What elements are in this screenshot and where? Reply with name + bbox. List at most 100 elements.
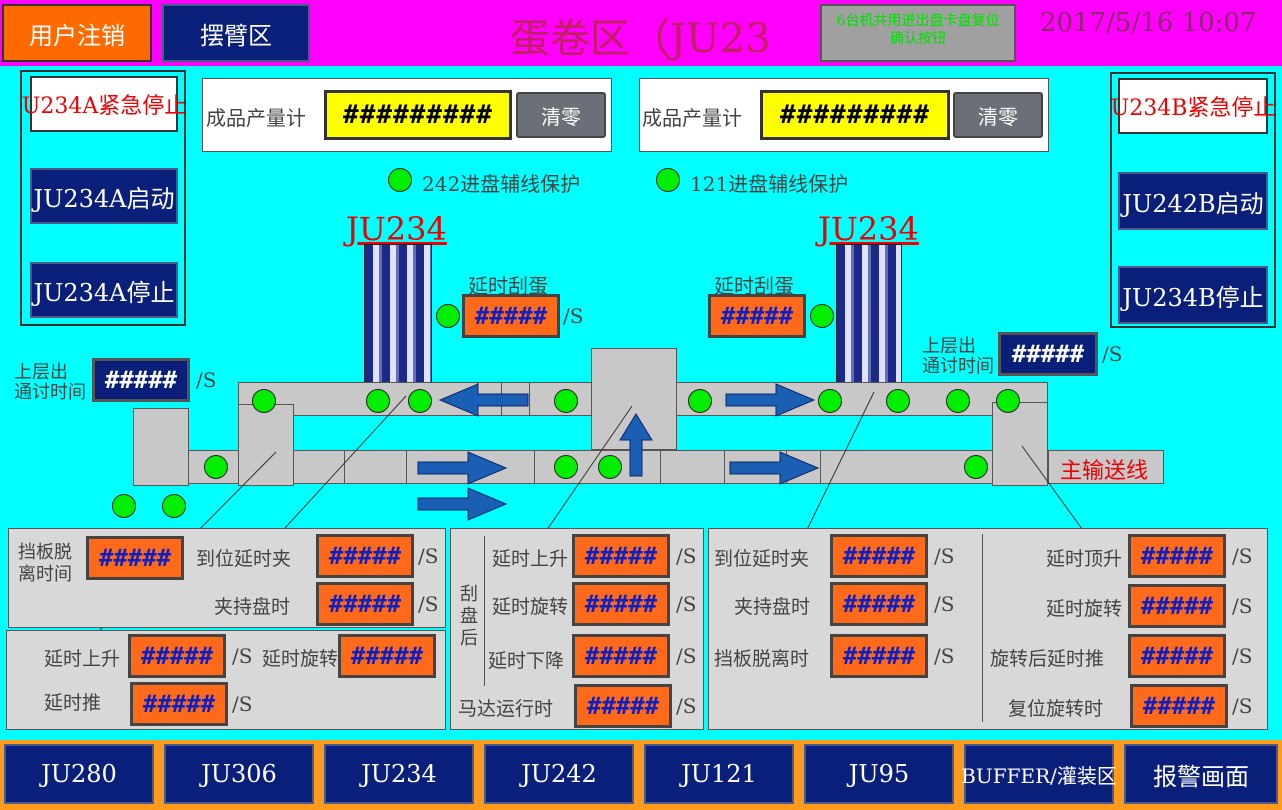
right-scrape-delay-input[interactable]: #####: [708, 294, 806, 338]
main-conveyor-label: 主输送线: [1060, 459, 1149, 484]
unit-label: /S: [1232, 694, 1253, 718]
right-transfer-block: [992, 402, 1048, 486]
start-b-button[interactable]: JU242B启动: [1118, 172, 1268, 230]
counter-a-value: #########: [324, 90, 512, 140]
mid-down-label: 延时下降: [488, 650, 565, 672]
mid-rotate-delay-input[interactable]: #####: [572, 582, 670, 626]
right-reset-time-input[interactable]: #####: [1130, 684, 1228, 728]
tab-ju242[interactable]: JU242: [484, 744, 634, 804]
logout-button[interactable]: 用户注销: [2, 4, 152, 62]
indicator-242-label: 242进盘辅线保护: [422, 172, 581, 196]
left-upper-time-input[interactable]: #####: [92, 358, 190, 402]
right-machine-name: JU234: [818, 210, 919, 248]
mid-rotate-label: 延时旋转: [492, 596, 569, 618]
indicator-121-light: [656, 168, 680, 192]
stop-b-button[interactable]: JU234B停止: [1118, 266, 1268, 324]
left-clamp-label: 夹持盘时: [214, 596, 291, 618]
right-scrape-light: [810, 304, 834, 328]
conveyor-light: [252, 389, 276, 413]
conveyor-light: [996, 389, 1020, 413]
right-clamp-label: 夹持盘时: [734, 596, 811, 618]
mid-rise-delay-input[interactable]: #####: [572, 534, 670, 578]
tab-buffer-filling[interactable]: BUFFER/灌装区: [961, 744, 1117, 804]
callout-line: [1021, 445, 1091, 541]
right-upper-unit: /S: [1102, 342, 1123, 366]
right-arrive-delay-input[interactable]: #####: [830, 534, 928, 578]
right-clamp-time-input[interactable]: #####: [830, 582, 928, 626]
stop-a-button[interactable]: JU234A停止: [30, 262, 178, 318]
left-upper-label-2: 通讨时间: [14, 382, 86, 403]
conveyor-light: [204, 455, 228, 479]
tab-ju234[interactable]: JU234: [324, 744, 474, 804]
counter-b-value: #########: [760, 90, 950, 140]
clear-a-button[interactable]: 清零: [516, 92, 606, 138]
left-arrive-delay-input[interactable]: #####: [316, 534, 414, 578]
left-upper-unit: /S: [196, 368, 217, 392]
right-top-delay-input[interactable]: #####: [1128, 534, 1226, 578]
tab-ju306[interactable]: JU306: [164, 744, 314, 804]
right-top-label: 延时顶升: [1046, 548, 1123, 570]
arm-zone-button[interactable]: 摆臂区: [162, 4, 310, 62]
mid-down-delay-input[interactable]: #####: [572, 634, 670, 678]
unit-label: /S: [1232, 544, 1253, 568]
right-rotate-label: 延时旋转: [1046, 598, 1123, 620]
right-arrow-icon: [417, 487, 508, 521]
conveyor-light: [554, 455, 578, 479]
conveyor-light: [162, 494, 186, 518]
tab-alarm-screen[interactable]: 报警画面: [1124, 744, 1278, 804]
right-upper-label-1: 上层出: [922, 336, 976, 357]
conveyor-light: [366, 389, 390, 413]
right-arrow-icon: [725, 383, 816, 417]
conveyor-light: [554, 389, 578, 413]
left-clamp-time-input[interactable]: #####: [316, 582, 414, 626]
baffle-label-1: 挡板脱: [18, 542, 72, 563]
unit-label: /S: [934, 544, 955, 568]
conveyor-light: [946, 389, 970, 413]
mid-side-label: 刮盘后: [460, 584, 478, 649]
right-reset-label: 复位旋转时: [1008, 698, 1104, 720]
reset-confirm-button[interactable]: 6台机共用进出盘卡盘复位确认按钮: [820, 4, 1016, 62]
mid-motor-label: 马达运行时: [458, 698, 554, 720]
left-scrape-unit: /S: [563, 304, 584, 328]
right-baffle-time-input[interactable]: #####: [830, 634, 928, 678]
tab-ju280[interactable]: JU280: [4, 744, 154, 804]
left-scrape-delay-input[interactable]: #####: [462, 294, 560, 338]
emergency-stop-a-button[interactable]: U234A紧急停止: [22, 76, 186, 132]
start-a-button[interactable]: JU234A启动: [30, 168, 178, 224]
unit-label: /S: [418, 592, 439, 616]
unit-label: /S: [232, 692, 253, 716]
main-conveyor-extension: [1048, 450, 1164, 484]
unit-label: /S: [1232, 644, 1253, 668]
right-upper-label-2: 通讨时间: [922, 356, 994, 377]
datetime-display: 2017/5/16 10:07: [1040, 8, 1257, 38]
clear-b-button[interactable]: 清零: [953, 92, 1043, 138]
page-title: 蛋卷区（JU23: [510, 16, 771, 62]
right-after-rotate-label: 旋转后延时推: [990, 648, 1105, 670]
left-baffle-time-input[interactable]: #####: [86, 536, 184, 580]
callout-line: [539, 405, 633, 541]
left-machine-name: JU234: [346, 210, 447, 248]
left-lift-block: [133, 408, 189, 486]
tab-ju95[interactable]: JU95: [804, 744, 954, 804]
right-after-rotate-delay-input[interactable]: #####: [1128, 634, 1226, 678]
left-arrive-label: 到位延时夹: [196, 548, 292, 570]
right-upper-time-input[interactable]: #####: [998, 332, 1098, 376]
flow-arrows: [95, 383, 1091, 635]
left-arrow-icon: [438, 383, 529, 417]
left-rise-delay-input[interactable]: #####: [128, 634, 226, 678]
unit-label: /S: [934, 644, 955, 668]
unit-label: /S: [676, 544, 697, 568]
counter-a-label: 成品产量计: [206, 106, 306, 130]
right-arrow-icon: [417, 451, 508, 485]
left-rotate-delay-input[interactable]: #####: [338, 634, 436, 678]
conveyor-light: [598, 455, 622, 479]
tab-ju121[interactable]: JU121: [644, 744, 794, 804]
left-push-delay-input[interactable]: #####: [130, 682, 228, 726]
right-machine-tower: [836, 244, 902, 384]
emergency-stop-b-button[interactable]: U234B紧急停止: [1111, 78, 1275, 134]
left-rotate-label: 延时旋转: [262, 648, 339, 670]
right-rotate-delay-input[interactable]: #####: [1128, 584, 1226, 628]
mid-motor-time-input[interactable]: #####: [574, 684, 672, 728]
right-arrow-icon: [729, 451, 820, 485]
conveyor-light: [964, 455, 988, 479]
